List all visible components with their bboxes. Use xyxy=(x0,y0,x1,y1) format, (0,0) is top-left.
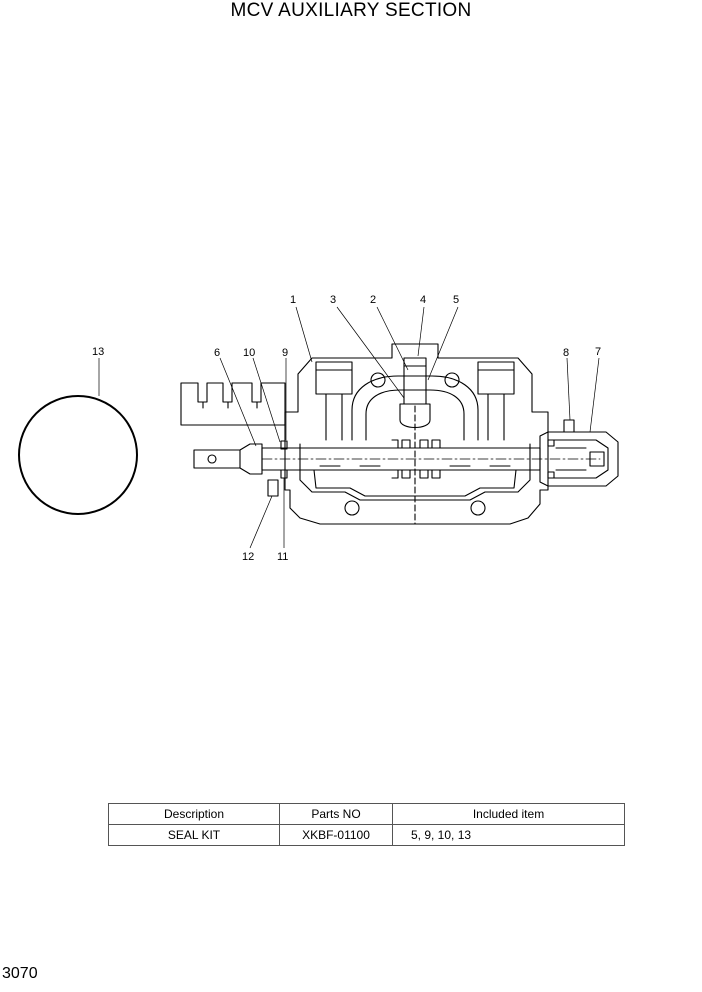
callout-13: 13 xyxy=(92,346,104,358)
callout-6: 6 xyxy=(214,347,220,359)
cell-included-item: 5, 9, 10, 13 xyxy=(392,824,625,846)
valve-body xyxy=(284,343,549,525)
callout-10: 10 xyxy=(243,347,255,359)
callout-7: 7 xyxy=(595,346,601,358)
callout-2: 2 xyxy=(370,294,376,306)
spool-clevis xyxy=(193,443,263,475)
o-ring-13 xyxy=(18,395,138,515)
cell-parts-no: XKBF-01100 xyxy=(279,824,393,846)
right-port-plug xyxy=(477,361,515,395)
screw-8 xyxy=(563,419,575,433)
parts-table: Description Parts NO Included item SEAL … xyxy=(108,803,625,846)
header-included-item: Included item xyxy=(392,803,625,825)
header-parts-no: Parts NO xyxy=(279,803,393,825)
callout-11: 11 xyxy=(277,551,288,563)
header-description: Description xyxy=(108,803,280,825)
screw-12 xyxy=(267,479,279,497)
cell-description: SEAL KIT xyxy=(108,824,280,846)
callout-8: 8 xyxy=(563,347,569,359)
callout-5: 5 xyxy=(453,294,459,306)
table-row: SEAL KIT XKBF-01100 5, 9, 10, 13 xyxy=(108,824,625,846)
callout-12: 12 xyxy=(242,551,254,563)
table-header-row: Description Parts NO Included item xyxy=(108,803,625,825)
mounting-bracket xyxy=(180,382,286,426)
callout-labels: 1 2 3 4 5 6 7 8 9 10 11 12 13 xyxy=(92,294,601,563)
page-title: MCV AUXILIARY SECTION xyxy=(230,0,472,21)
page-number: 3070 xyxy=(2,965,38,982)
callout-1: 1 xyxy=(290,294,296,306)
center-plug xyxy=(403,357,427,405)
callout-9: 9 xyxy=(282,347,288,359)
callout-3: 3 xyxy=(330,294,336,306)
left-port-plug xyxy=(315,361,353,395)
callout-4: 4 xyxy=(420,294,426,306)
